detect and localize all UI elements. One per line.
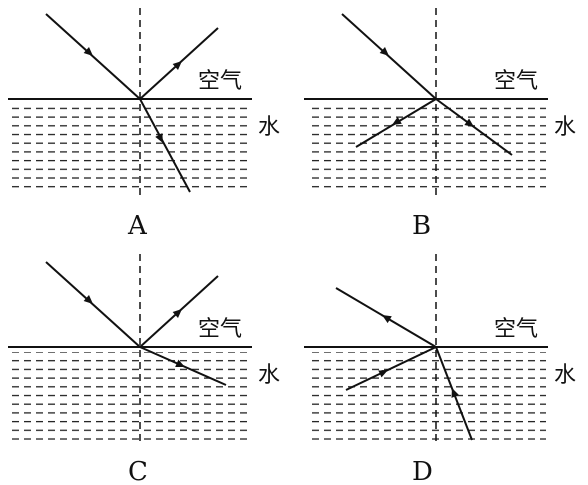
air-label: 空气 [198, 69, 242, 94]
panel-a: 空气 水 A [8, 8, 280, 241]
water-region [10, 352, 248, 440]
water-region [308, 352, 546, 440]
reflected-ray-arrow [172, 309, 182, 318]
refracted-ray-arrow [451, 388, 459, 398]
water-region [10, 104, 248, 192]
panel-caption: D [412, 457, 433, 485]
panel-caption: A [127, 211, 148, 241]
water-label: 水 [258, 115, 280, 140]
panel-d: 空气 水 D [304, 254, 576, 485]
water-label: 水 [258, 363, 280, 388]
refracted-ray [139, 98, 191, 193]
refracted-ray-arrow [464, 118, 474, 127]
refracted-ray-arrow [155, 133, 163, 143]
panel-caption: B [412, 211, 431, 241]
panel-b: 空气 水 B [304, 8, 576, 241]
incident-ray-arrow [382, 315, 392, 324]
reflected-ray-arrow [378, 370, 388, 378]
air-label: 空气 [198, 317, 242, 342]
reflected-ray [345, 346, 437, 391]
incident-ray [341, 13, 437, 100]
water-label: 水 [554, 115, 576, 140]
incident-ray-arrow [379, 47, 389, 56]
incident-ray [45, 261, 141, 348]
air-label: 空气 [494, 69, 538, 94]
incident-ray [45, 13, 141, 100]
incident-ray-arrow [83, 47, 93, 56]
reflected-ray-arrow [172, 61, 182, 70]
panel-c: 空气 水 C [8, 254, 280, 485]
water-label: 水 [554, 363, 576, 388]
water-region [308, 104, 546, 192]
air-label: 空气 [494, 317, 538, 342]
incident-ray-arrow [83, 295, 93, 304]
refracted-ray-arrow [175, 359, 185, 367]
panel-caption: C [128, 457, 148, 485]
reflected-ray-arrow [392, 116, 402, 125]
